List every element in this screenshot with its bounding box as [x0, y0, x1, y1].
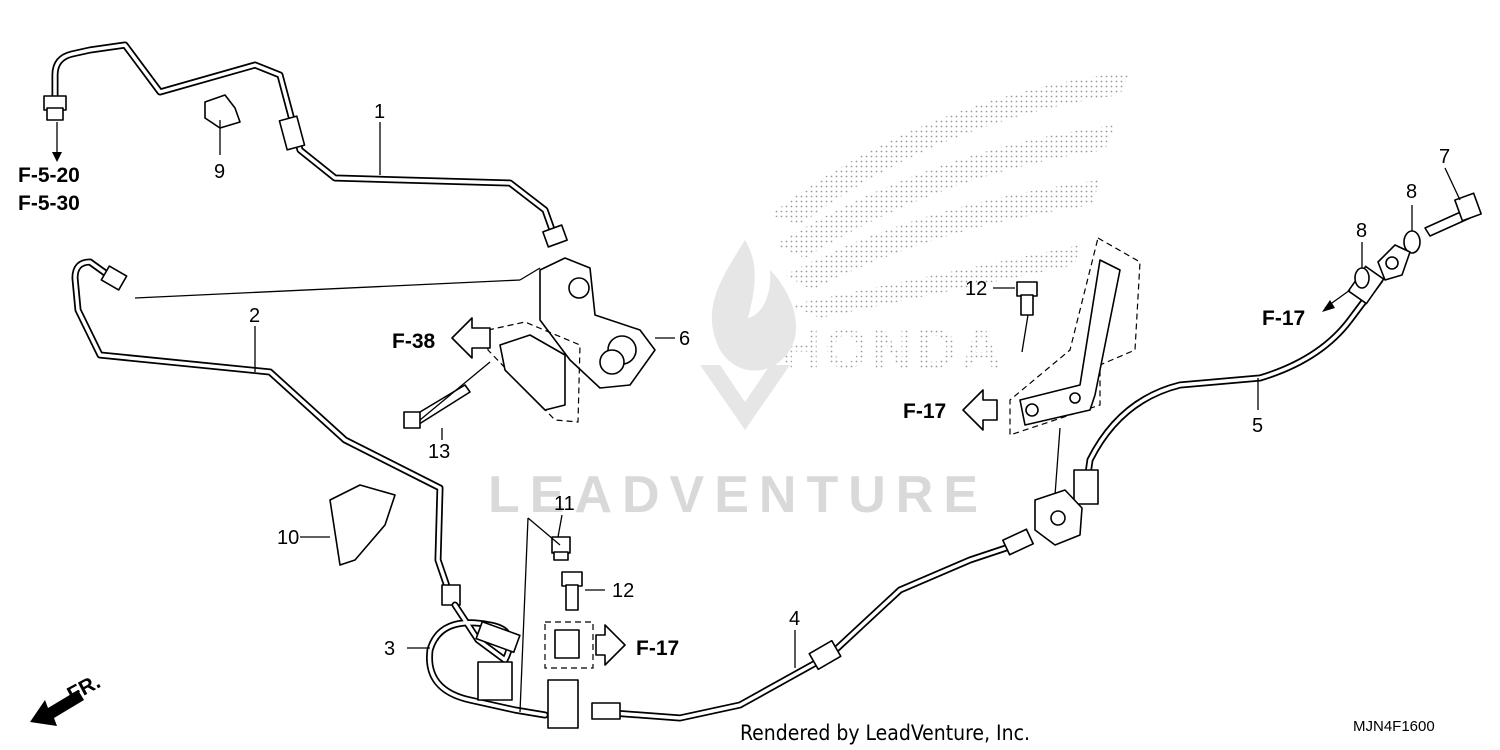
diagram-code: MJN4F1600 — [1353, 718, 1435, 735]
hose-3 — [426, 601, 549, 719]
ref-f-5-30[interactable]: F-5-30 — [18, 192, 80, 215]
part-number-8-right: 8 — [1406, 181, 1417, 203]
center-bracket — [1009, 237, 1141, 496]
part-number-8-left: 8 — [1356, 220, 1367, 242]
part-7-bolt — [1424, 192, 1482, 237]
arrow-f38 — [451, 317, 491, 359]
arrow-f17-bottom — [595, 624, 626, 666]
part-number-5: 5 — [1252, 415, 1263, 437]
part-number-7: 7 — [1439, 146, 1450, 168]
part-number-12-bottom: 12 — [612, 580, 634, 602]
honda-watermark-text: HONDA — [780, 317, 1005, 380]
part-number-11: 11 — [554, 493, 575, 515]
part-12-bolt-top — [1016, 281, 1038, 316]
ref-f-17-bottom[interactable]: F-17 — [636, 637, 679, 660]
part-8-washer-left — [1354, 267, 1370, 289]
part-number-9: 9 — [214, 161, 225, 183]
hose-5 — [1073, 265, 1385, 505]
bottom-bracket — [519, 517, 594, 729]
ref-f-38[interactable]: F-38 — [392, 330, 436, 353]
part-12-bolt-bottom — [561, 571, 583, 611]
junction-block — [1034, 489, 1083, 546]
leadventure-watermark-text: LEADVENTURE — [488, 466, 988, 524]
part-11-bolt — [551, 536, 571, 561]
part-6-joint-block — [487, 257, 656, 423]
part-9-clip — [204, 94, 241, 129]
part-number-10: 10 — [277, 527, 299, 549]
tube-1 — [43, 41, 568, 248]
tube-2 — [71, 258, 461, 606]
ref-f-5-20[interactable]: F-5-20 — [18, 164, 80, 187]
honda-wing-watermark: HONDA — [770, 72, 1130, 380]
part-number-13: 13 — [428, 441, 450, 463]
part-number-2: 2 — [249, 305, 260, 327]
leader-lines — [52, 120, 1461, 668]
front-arrow: FR. — [30, 670, 104, 726]
arrow-f17-center — [962, 389, 998, 431]
part-number-1: 1 — [374, 101, 385, 123]
part-number-6: 6 — [679, 328, 690, 350]
part-10-clamp — [329, 484, 396, 566]
rendered-by-credit: Rendered by LeadVenture, Inc. — [740, 721, 1030, 745]
part-number-12-top: 12 — [965, 278, 987, 300]
leadventure-watermark: LEADVENTURE — [488, 240, 988, 524]
hose-4 — [591, 528, 1034, 722]
part-number-3: 3 — [384, 638, 395, 660]
ref-f-17-center[interactable]: F-17 — [903, 400, 946, 423]
ref-f-17-right[interactable]: F-17 — [1262, 307, 1305, 330]
part-number-4: 4 — [789, 608, 800, 630]
banjo-fitting — [1377, 244, 1411, 281]
